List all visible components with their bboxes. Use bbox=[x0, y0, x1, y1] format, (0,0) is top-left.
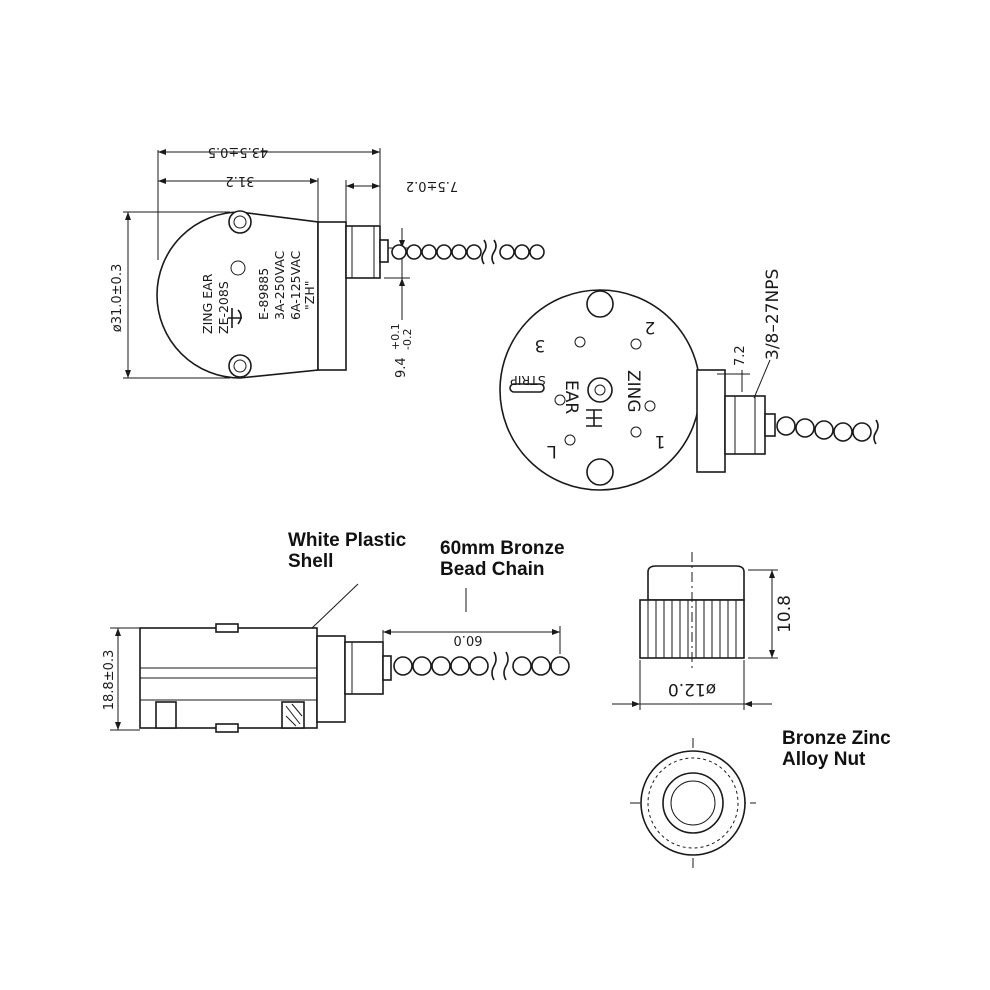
nut-end-thread-outer bbox=[662, 772, 724, 834]
terminal-L-label: L bbox=[547, 441, 557, 461]
bead-chain-back bbox=[776, 416, 879, 445]
logo-ze-icon bbox=[586, 409, 602, 427]
dim-arrows-bushing bbox=[346, 183, 380, 189]
switch-housing-back bbox=[696, 369, 726, 473]
threaded-bushing-front bbox=[345, 225, 381, 279]
dim-overall-length: 43.5±0.5 bbox=[208, 144, 269, 159]
front-view: 43.5±0.5 31.2 7.5±0.2 ø31.0±0.3 9.4 +0.1… bbox=[110, 144, 545, 379]
marking-code: "ZH" bbox=[302, 281, 317, 310]
mount-screw-top-inner bbox=[233, 215, 247, 229]
terminal-2-contact bbox=[630, 338, 642, 350]
callout-white-plastic-shell: White Plastic Shell bbox=[288, 530, 407, 572]
dim-bushing-length: 7.5±0.2 bbox=[406, 178, 458, 193]
mount-screw-bottom bbox=[228, 354, 252, 378]
nut-end-bore bbox=[670, 780, 716, 826]
bead-chain-side bbox=[393, 651, 570, 681]
dim-offset-minus: -0.2 bbox=[401, 329, 414, 350]
marking-rating-125: 6A-125VAC bbox=[288, 250, 303, 320]
dim-diameter: ø31.0±0.3 bbox=[110, 264, 125, 332]
dim-body-length: 31.2 bbox=[226, 173, 255, 188]
callout-zinc-alloy-nut: Bronze Zinc Alloy Nut bbox=[782, 728, 891, 770]
dim-nut-height: 10.8 bbox=[775, 595, 795, 633]
dim-offset-main: 9.4 bbox=[394, 357, 409, 378]
center-shaft-inner bbox=[594, 384, 606, 396]
logo-ear-text: EAR bbox=[561, 380, 581, 414]
dim-side-height: 18.8±0.3 bbox=[102, 650, 117, 711]
terminal-1-contact bbox=[644, 400, 656, 412]
shell-tab-left bbox=[155, 701, 177, 729]
nut-knurl-side bbox=[639, 599, 745, 659]
marking-rating-250: 3A-250VAC bbox=[272, 250, 287, 320]
pull-lever-back bbox=[764, 413, 776, 437]
logo-zing-text: ZING bbox=[623, 370, 643, 413]
nut-end-knurl-ring bbox=[647, 757, 739, 849]
terminal-logo-contact bbox=[630, 426, 642, 438]
marking-file: E-89885 bbox=[256, 268, 271, 320]
terminal-strip-contact bbox=[554, 394, 566, 406]
mount-screw-bottom-inner bbox=[233, 359, 247, 373]
thread-spec-label: 3/8–27NPS bbox=[763, 269, 783, 360]
nut-view: 10.8 ø12.0 bbox=[612, 552, 795, 868]
callout-bronze-bead-chain: 60mm Bronze Bead Chain bbox=[440, 538, 565, 580]
shell-clip-bottom bbox=[215, 723, 239, 733]
dim-back-bushing-length: 7.2 bbox=[733, 345, 748, 366]
strip-label: STRIP bbox=[510, 373, 546, 388]
dim-offset-plus: +0.1 bbox=[389, 323, 402, 350]
terminal-3-contact bbox=[574, 336, 586, 348]
mount-screw-top bbox=[228, 210, 252, 234]
marking-model: ZE-208S bbox=[216, 281, 231, 334]
bead-chain-front bbox=[391, 239, 545, 265]
mount-hole-bottom bbox=[586, 458, 614, 486]
switch-housing-front bbox=[317, 221, 347, 371]
shell-clip-top bbox=[215, 623, 239, 633]
marking-brand: ZING EAR bbox=[200, 273, 215, 334]
center-shaft bbox=[587, 377, 613, 403]
terminal-L-contact bbox=[564, 434, 576, 446]
pull-lever-front bbox=[379, 239, 389, 263]
terminal-1-label: 1 bbox=[655, 431, 666, 451]
back-view: 3 2 1 L STRIP ZING EAR 7.2 3/8–27NPS bbox=[499, 269, 879, 491]
terminal-3-label: 3 bbox=[535, 335, 546, 355]
nut-cap-side bbox=[647, 565, 745, 601]
strip-gauge-icon bbox=[509, 383, 545, 393]
shell-tab-hatch bbox=[285, 703, 303, 727]
pull-lever-side bbox=[382, 655, 392, 681]
threaded-bushing-back bbox=[724, 395, 766, 455]
switch-housing-side bbox=[316, 635, 346, 723]
front-marking: ZING EAR ZE-208S bbox=[200, 273, 231, 334]
dim-chain-length: 60.0 bbox=[454, 632, 483, 647]
nut-knurl-lines bbox=[647, 600, 737, 658]
dim-nut-diameter: ø12.0 bbox=[668, 679, 716, 699]
switch-body-front bbox=[156, 211, 319, 379]
ul-mark-icon bbox=[228, 308, 242, 328]
front-rating: E-89885 3A-250VAC 6A-125VAC "ZH" bbox=[256, 250, 317, 320]
csa-mark-icon bbox=[230, 260, 246, 276]
threaded-bushing-side bbox=[344, 641, 384, 695]
shell-leader-line bbox=[311, 583, 359, 629]
mount-hole-top bbox=[586, 290, 614, 318]
thread-leader-line bbox=[753, 359, 771, 399]
side-view: 18.8±0.3 60.0 bbox=[102, 583, 570, 733]
terminal-2-label: 2 bbox=[645, 317, 656, 337]
